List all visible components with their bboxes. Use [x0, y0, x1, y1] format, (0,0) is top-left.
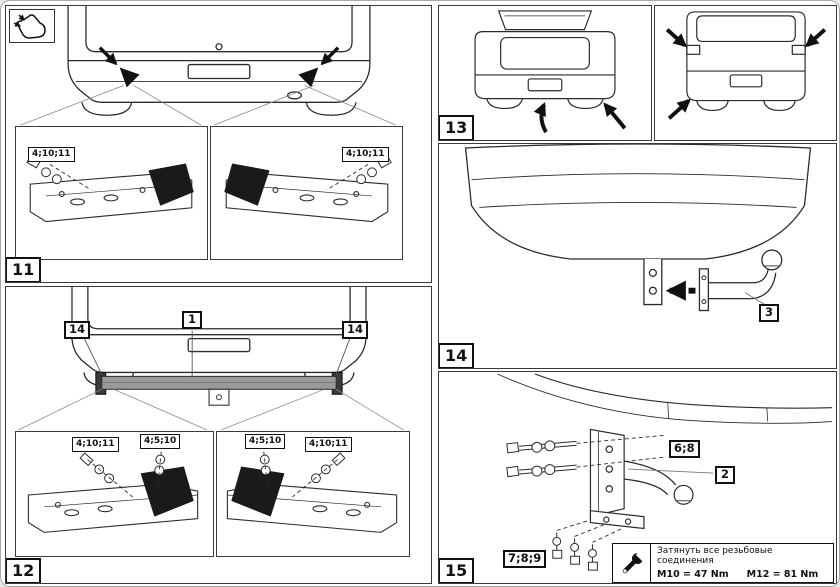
bold-arrow-icons	[665, 28, 827, 120]
fastener-set-a	[292, 452, 346, 498]
towball-arm	[698, 249, 783, 312]
step-13-open-hatch-drawing	[474, 10, 627, 134]
step-12-detail-left: 4;10;11 4;5;10	[15, 431, 214, 557]
bracket-markers	[119, 67, 319, 88]
mount-bracket	[148, 163, 194, 206]
torque-values: M10 = 47 Nm M12 = 81 Nm	[657, 569, 827, 580]
step-14-ball-insert-drawing	[464, 144, 812, 312]
torque-note-instruction: Затянуть все резьбовые соединения	[657, 546, 773, 566]
label-leader-line	[628, 468, 714, 474]
rail-bracket-drawing-left	[26, 155, 194, 223]
crossbar-assembly	[95, 371, 343, 406]
zoom-leader-lines	[18, 388, 404, 431]
car-open-hatch-outline	[474, 10, 616, 110]
rail-crossbar-drawing-left	[27, 451, 199, 533]
part-label-bracket: 2	[715, 466, 735, 484]
step-15-bolt-assembly-drawing	[497, 373, 833, 571]
car-rear-outline	[686, 11, 806, 112]
assembly-axis-line	[326, 164, 369, 191]
step-15-panel: 6;8 2 7;8;9 Затянуть все резьбовые соеди…	[438, 371, 837, 584]
rail-crossbar-drawing-right	[226, 451, 398, 533]
step-11-car-drawing	[20, 6, 396, 126]
bumper-corner-outline	[497, 373, 833, 424]
label-leader-line	[744, 292, 766, 305]
step-11-detail-left: 4;10;11	[15, 126, 208, 260]
hand-glyph	[13, 14, 46, 39]
wrench-icon	[613, 544, 651, 582]
car-rear-outline	[71, 287, 367, 387]
callout-fasteners-left-outer: 4;10;11	[72, 437, 119, 452]
step-13-bumper-clips-drawing	[665, 11, 827, 120]
assembly-axis-line	[49, 164, 92, 191]
zoom-leader-lines	[20, 85, 396, 126]
step-12-detail-right: 4;5;10 4;10;11	[216, 431, 410, 557]
bumper-outline	[464, 144, 812, 260]
step-13-panel-right	[654, 5, 837, 141]
step-11-detail-right: 4;10;11	[210, 126, 403, 260]
callout-fasteners-left: 4;10;11	[28, 147, 75, 162]
step-number-15: 15	[439, 558, 475, 583]
torque-m12: M12 = 81 Nm	[746, 569, 819, 580]
rail-bracket-drawing-right	[224, 155, 392, 223]
torque-note: Затянуть все резьбовые соединения M10 = …	[612, 543, 834, 583]
label-leader-lines	[83, 330, 351, 377]
callout-fasteners-right: 4;10;11	[342, 147, 389, 162]
callout-fasteners-right-outer: 4;10;11	[305, 437, 352, 452]
car-rear-outline	[67, 6, 371, 116]
step-14-panel: 3 14	[438, 143, 837, 369]
step-number-14: 14	[439, 343, 475, 368]
callout-fasteners-right-inner: 4;5;10	[245, 434, 286, 449]
part-label-bolts-lower: 7;8;9	[503, 550, 547, 568]
mount-bracket	[231, 466, 285, 517]
callout-fasteners-left-inner: 4;5;10	[140, 434, 181, 449]
fastener-set	[26, 155, 62, 185]
lower-bolts	[552, 520, 623, 571]
side-bracket-and-ball	[589, 428, 694, 530]
part-label-bracket-right: 14	[342, 321, 369, 339]
step-13-panel-left: 13	[438, 5, 652, 141]
fastener-set-a	[79, 452, 133, 498]
part-label-ball-arm: 3	[759, 304, 779, 322]
torque-note-text: Затянуть все резьбовые соединения M10 = …	[651, 544, 833, 582]
hand-push-icon	[9, 9, 55, 43]
wrench-glyph	[622, 551, 644, 574]
step-number-11: 11	[6, 257, 42, 282]
fastener-set-b	[154, 451, 166, 490]
mount-bracket	[224, 163, 270, 206]
part-label-crossbar: 1	[182, 311, 202, 329]
bold-arrow-icons	[98, 46, 340, 66]
step-number-13: 13	[439, 115, 475, 140]
part-label-bolts-upper: 6;8	[669, 440, 700, 458]
receiver-plate	[643, 258, 663, 306]
fastener-set-b	[259, 451, 271, 490]
step-12-panel: 1 14 14	[5, 286, 432, 584]
upper-bolts	[506, 434, 664, 478]
step-11-panel: 4;10;11	[5, 5, 432, 283]
torque-m10: M10 = 47 Nm	[657, 569, 729, 580]
part-label-bracket-left: 14	[64, 321, 91, 339]
mount-bracket	[140, 466, 194, 517]
step-number-12: 12	[6, 558, 42, 583]
bold-arrow-icons	[533, 102, 627, 134]
